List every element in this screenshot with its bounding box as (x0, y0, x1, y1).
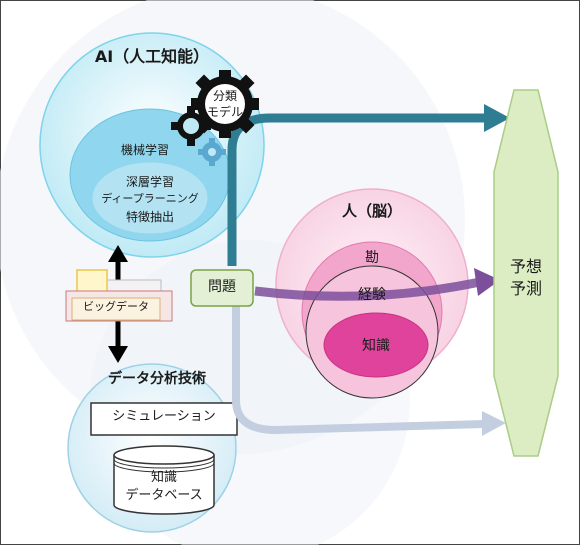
gear-label-line2: モデル (206, 105, 243, 119)
deep-learning-subtitle: ディープラーニング (101, 192, 199, 205)
simulation-label: シミュレーション (112, 409, 216, 424)
knowledge-circle (323, 312, 429, 378)
data-analysis-title: データ分析技術 (108, 371, 206, 387)
database-icon (113, 455, 215, 515)
experience-label: 経験 (358, 287, 386, 303)
ai-title: AI（人工知能） (94, 47, 210, 66)
deep-learning-label: 深層学習 (125, 175, 174, 189)
problem-label: 問題 (208, 279, 236, 295)
prediction-shape (493, 89, 559, 457)
deep-learning-circle (91, 161, 209, 235)
gear-label-line1: 分類 (212, 89, 237, 103)
feature-extraction-label: 特徴抽出 (125, 210, 174, 224)
machine-learning-label: 機械学習 (120, 143, 169, 157)
prediction-label-line2: 予測 (509, 279, 542, 298)
database-label-line2: データベース (125, 488, 203, 503)
human-title: 人（脳） (341, 202, 402, 220)
arrow-human-to-prediction (254, 277, 481, 301)
prediction-label-line1: 予想 (509, 257, 542, 276)
big-data-cards (65, 269, 173, 322)
big-data-label: ビッグデータ (83, 300, 149, 313)
gear-icon-large (191, 70, 259, 138)
arrow-analysis-to-prediction (232, 295, 485, 435)
gear-icon-blue (198, 138, 226, 166)
database-label-line1: 知識 (150, 470, 177, 485)
intuition-label: 勘 (365, 250, 379, 266)
problem-box (190, 269, 254, 307)
knowledge-label: 知識 (362, 338, 390, 354)
gear-icon-small (171, 106, 211, 146)
